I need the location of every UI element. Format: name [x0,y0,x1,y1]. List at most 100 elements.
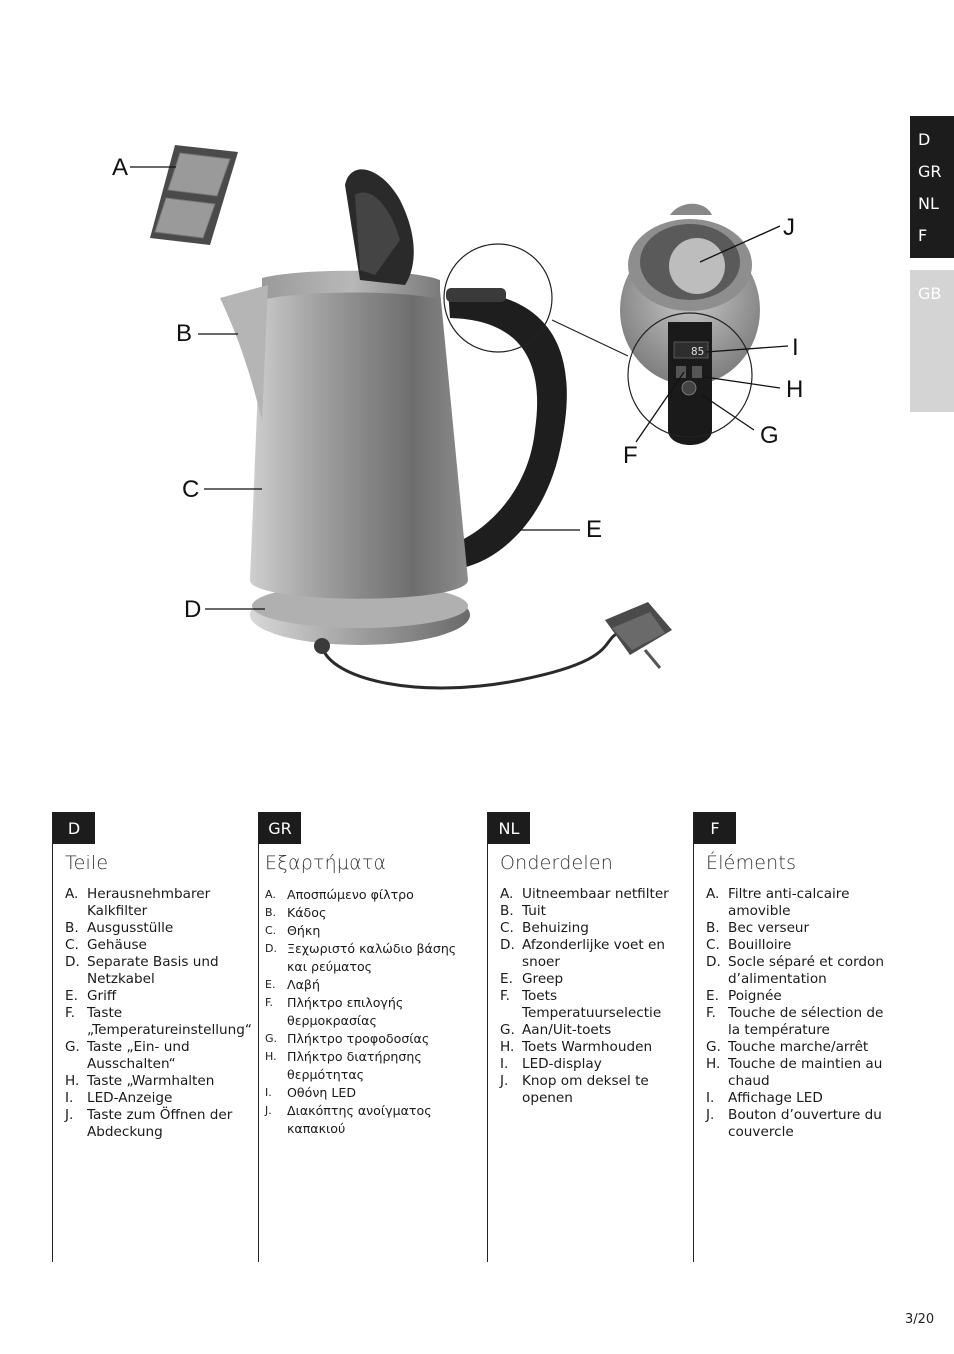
column-title: Εξαρτήματα [265,852,387,874]
callout-label-g: G [760,422,779,449]
list-item-text: Πλήκτρο τροφοδοσίας [287,1031,430,1046]
list-item-text: Toets Temperatuurselectie [522,988,662,1021]
list-item-key: A. [265,888,276,901]
list-item-key: J. [265,1104,272,1117]
list-item-key: B. [500,903,514,919]
list-item-key: C. [706,937,720,953]
list-item-text: Griff [87,988,117,1004]
list-item-text: Διακόπτης ανοίγματος καπακιού [287,1103,432,1136]
list-item-key: G. [65,1039,80,1055]
list-item-key: B. [65,920,79,936]
list-item-key: J. [65,1107,74,1123]
callout-label-f: F [623,442,638,469]
list-item: G. Touche marche/arrêt [706,1039,884,1056]
list-item-text: Οθόνη LED [287,1085,357,1100]
list-item-text: Afzonderlijke voet en snoer [522,937,666,970]
list-item-key: B. [265,906,277,919]
list-item: H.Πλήκτρο διατήρησης θερμότητας [265,1048,456,1084]
list-item-text: Affichage LED [728,1090,823,1106]
lang-tab-f: F [918,226,928,245]
list-item: H.Touche de maintien au chaud [706,1056,884,1090]
list-item-key: C. [500,920,514,936]
list-item-key: E. [265,978,276,991]
list-item: J. Taste zum Öffnen der Abdeckung [65,1107,252,1141]
list-item: D. Ξεχωριστό καλώδιο βάσης και ρεύματος [265,940,456,976]
list-item-text: Herausnehmbarer Kalkfilter [87,886,211,919]
kettle-illustration: 85 A B C D E F G H I J [112,145,804,690]
list-item-text: Θήκη [287,923,321,938]
list-item: E.Poignée [706,988,884,1005]
list-item-key: E. [65,988,78,1004]
list-item-key: H. [65,1073,80,1089]
list-item: F. Taste „Temperatureinstellung“ [65,1005,252,1039]
list-item-text: Toets Warmhouden [522,1039,653,1055]
list-item: C.Behuizing [500,920,669,937]
led-display-value: 85 [691,345,704,358]
column-language-tag: GR [259,812,301,844]
column-title: Éléments [706,852,797,874]
column-title: Teile [65,852,109,874]
callout-label-e: E [586,516,603,543]
list-item-key: E. [500,971,513,987]
power-cord [320,630,621,690]
list-item-text: Touche de maintien au chaud [728,1056,883,1089]
list-item-key: D. [706,954,721,970]
list-item: C.Θήκη [265,922,456,940]
list-item-text: Tuit [522,903,546,919]
list-item: B. Tuit [500,903,669,920]
list-item-key: G. [706,1039,721,1055]
list-item-key: A. [65,886,79,902]
list-item-key: G. [265,1032,278,1045]
list-item-text: Touche marche/arrêt [728,1039,869,1055]
list-item-key: A. [706,886,720,902]
list-item: B. Ausgusstülle [65,920,252,937]
list-item-text: Taste „Temperatureinstellung“ [87,1005,252,1038]
list-item: G. Πλήκτρο τροφοδοσίας [265,1030,456,1048]
list-item: A. Herausnehmbarer Kalkfilter [65,886,252,920]
list-item-text: Taste zum Öffnen der Abdeckung [87,1107,233,1140]
list-item-text: Filtre anti-calcaire amovible [728,886,850,919]
list-item: F.Πλήκτρο επιλογής θερμοκρασίας [265,994,456,1030]
list-item-key: D. [65,954,80,970]
lid-open-button [669,238,725,294]
parts-column-f: F Éléments A.Filtre anti-calcaire amovib… [693,812,899,1262]
list-item-key: F. [265,996,274,1009]
language-tabs-inactive: GB [910,270,954,412]
list-item: J.Bouton d’ouverture du couvercle [706,1107,884,1141]
list-item-text: Socle séparé et cordon d’alimentation [728,954,884,987]
list-item: D.Afzonderlijke voet en snoer [500,937,669,971]
list-item-key: E. [706,988,719,1004]
column-title: Onderdelen [500,852,613,874]
list-item-key: D. [265,942,277,955]
language-tabs-active: D GR NL F [910,116,954,258]
list-item-text: Ξεχωριστό καλώδιο βάσης και ρεύματος [287,941,457,974]
list-item-text: Κάδος [287,905,327,920]
callout-label-b: B [176,320,193,347]
list-item-text: Ausgusstülle [87,920,174,936]
lang-tab-gb: GB [918,284,942,303]
callout-label-c: C [182,476,200,503]
callout-label-h: H [786,376,804,403]
page-number: 3/20 [905,1312,935,1327]
list-item: C.Gehäuse [65,937,252,954]
list-item-key: F. [500,988,510,1004]
list-item: F. Toets Temperatuurselectie [500,988,669,1022]
kettle-handle [448,290,567,568]
list-item-key: F. [65,1005,75,1021]
list-item: H.Taste „Warmhalten [65,1073,252,1090]
list-item-key: I. [65,1090,74,1106]
list-item: E.Λαβή [265,976,456,994]
lang-tab-nl: NL [918,194,939,213]
power-plug [605,602,672,669]
kettle-drawing: 85 [130,145,789,690]
column-language-tag: D [53,812,95,844]
list-item-key: J. [500,1073,509,1089]
list-item: E.Greep [500,971,669,988]
list-item: I.Affichage LED [706,1090,884,1107]
list-item-key: I. [500,1056,509,1072]
list-item: B.Bec verseur [706,920,884,937]
list-item: C.Bouilloire [706,937,884,954]
